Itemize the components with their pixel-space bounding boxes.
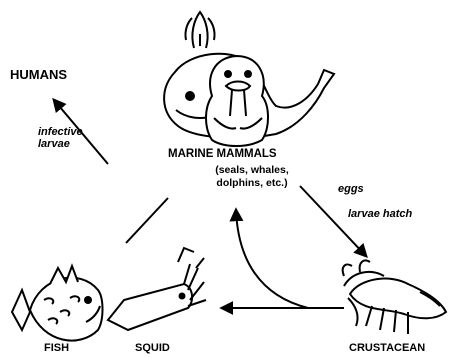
- arrow-crustacean-to-mammals: [236, 210, 308, 308]
- label-examples-line1: (seals, whales,: [190, 164, 314, 177]
- label-examples-line2: dolphins, etc.): [190, 177, 314, 190]
- label-squid: SQUID: [135, 342, 170, 354]
- label-infective-line2: larvae: [38, 138, 83, 150]
- label-crustacean: CRUSTACEAN: [349, 342, 425, 354]
- label-fish: FISH: [44, 342, 69, 354]
- fish-illustration: [12, 266, 103, 341]
- label-eggs: eggs: [338, 183, 364, 195]
- arrow-fish-to-mammals: [126, 198, 168, 243]
- label-marine-mammals: MARINE MAMMALS: [168, 148, 277, 160]
- squid-illustration: [108, 248, 206, 330]
- label-infective-line1: infective: [38, 126, 83, 138]
- label-humans: HUMANS: [10, 67, 67, 82]
- arrow-eggs-larvae: [300, 186, 366, 256]
- label-larvae-hatch: larvae hatch: [348, 208, 412, 220]
- walrus-illustration: [206, 56, 268, 146]
- label-infective-larvae: infective larvae: [38, 126, 83, 150]
- crustacean-illustration: [343, 260, 446, 334]
- label-marine-examples: (seals, whales, dolphins, etc.): [190, 164, 314, 190]
